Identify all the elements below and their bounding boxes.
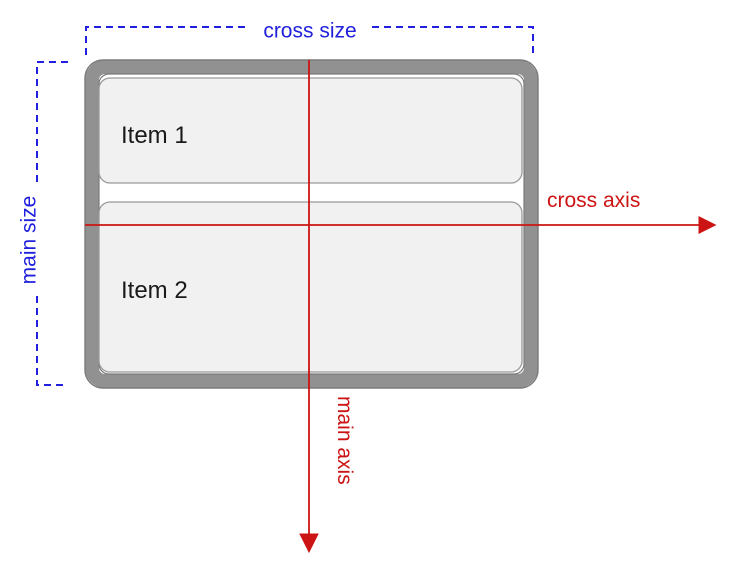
flex-item-2-box [98,201,523,373]
main-size-bracket-top [36,61,68,186]
flex-item-2: Item 2 [98,201,523,373]
flex-item-2-label: Item 2 [121,277,188,304]
cross-axis-label: cross axis [547,189,640,212]
main-size-bracket-bottom [36,296,68,386]
cross-size-bracket-right [372,26,534,55]
flex-item-1-box [98,77,523,184]
cross-size-bracket [85,26,534,55]
flex-item-1: Item 1 [98,77,523,184]
flex-item-1-label: Item 1 [121,122,188,149]
main-axis-label: main axis [333,396,356,485]
main-size-label: main size [18,196,41,285]
main-size-bracket [36,61,68,386]
flex-container-outline-outer [84,59,539,389]
cross-size-label: cross size [263,20,356,43]
cross-size-bracket-left [85,26,248,55]
flex-container-border [85,60,538,388]
